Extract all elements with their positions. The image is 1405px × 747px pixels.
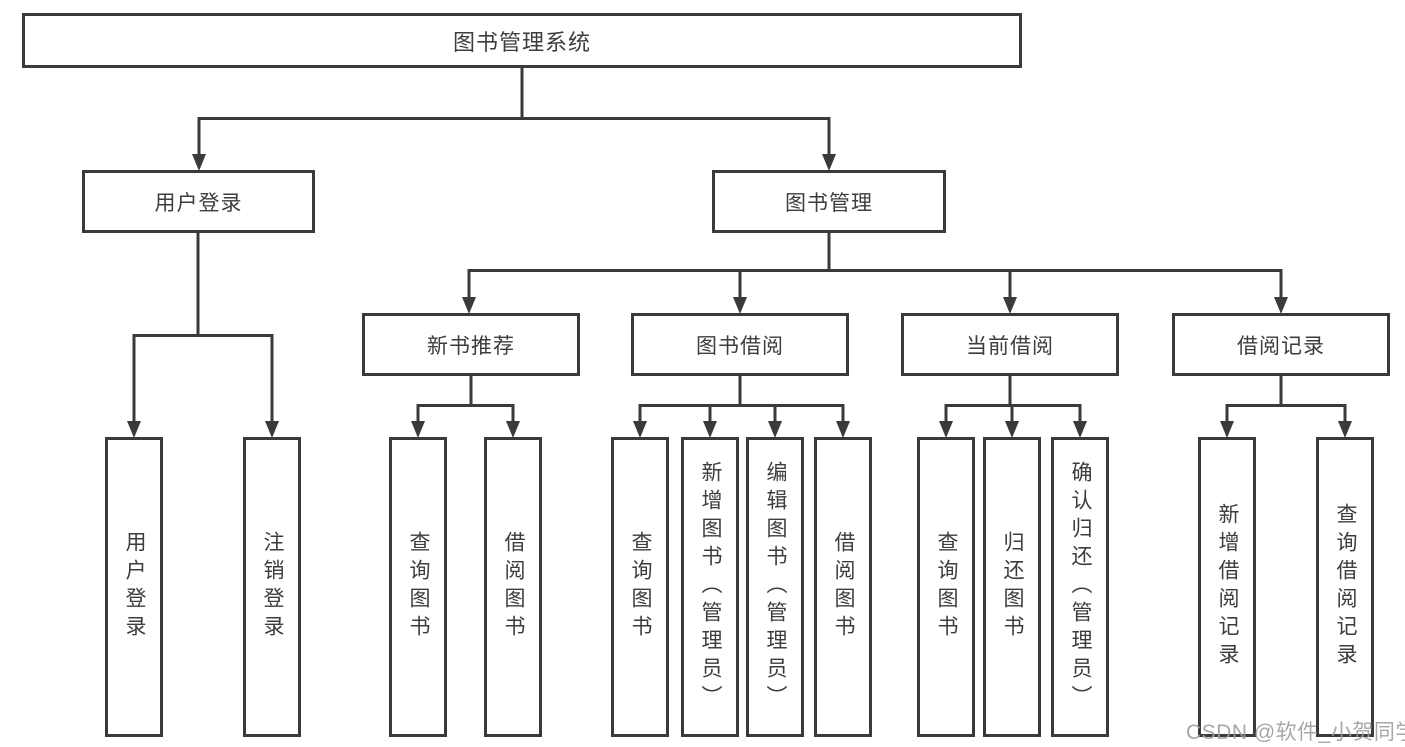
leaf-bb-query-books: 查询图书 xyxy=(611,437,669,737)
leaf-confirm-return-admin: 确认归还（管理员） xyxy=(1051,437,1109,737)
node-new-book-recommend: 新书推荐 xyxy=(362,313,580,376)
leaf-add-books-admin: 新增图书（管理员） xyxy=(681,437,739,737)
csdn-watermark: CSDN @软件_小贺同学 xyxy=(1186,721,1405,744)
leaf-return-books: 归还图书 xyxy=(983,437,1041,737)
arrowheads xyxy=(127,154,1352,438)
node-borrowing-records: 借阅记录 xyxy=(1172,313,1390,376)
node-book-management: 图书管理 xyxy=(712,170,946,233)
node-library-management-system: 图书管理系统 xyxy=(22,13,1022,68)
leaf-cb-query-books: 查询图书 xyxy=(917,437,975,737)
leaf-edit-books-admin: 编辑图书（管理员） xyxy=(746,437,804,737)
leaf-user-login: 用户登录 xyxy=(105,437,163,737)
leaf-borrow-books: 借阅图书 xyxy=(484,437,542,737)
leaf-query-borrow-record: 查询借阅记录 xyxy=(1316,437,1374,737)
leaf-add-borrow-record: 新增借阅记录 xyxy=(1198,437,1256,737)
node-book-borrowing: 图书借阅 xyxy=(631,313,849,376)
node-current-borrowing: 当前借阅 xyxy=(901,313,1119,376)
leaf-logout: 注销登录 xyxy=(243,437,301,737)
leaf-bb-borrow-books: 借阅图书 xyxy=(814,437,872,737)
node-user-login: 用户登录 xyxy=(82,170,315,233)
leaf-query-books: 查询图书 xyxy=(389,437,447,737)
